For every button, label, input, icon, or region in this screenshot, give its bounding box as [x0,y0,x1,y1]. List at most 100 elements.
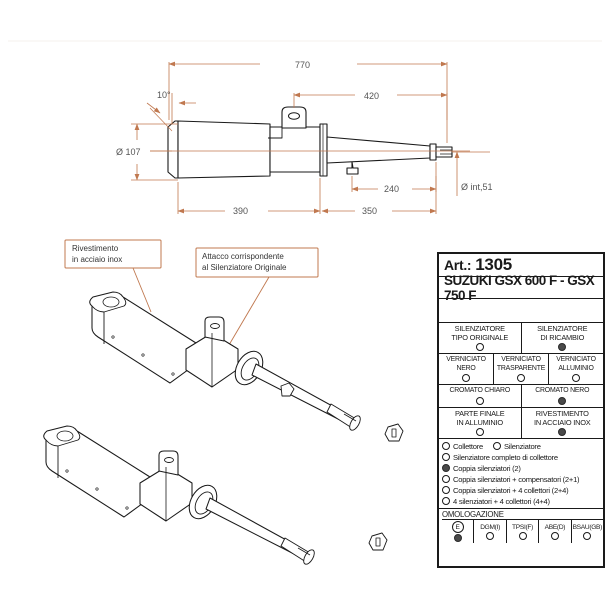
radio-verniciato-trasparente[interactable] [517,374,525,383]
option-label-line1: CROMATO NERO [535,387,590,395]
chromed-finish-row: CROMATO CHIARO CROMATO NERO [439,385,603,408]
option-cromato-nero[interactable]: CROMATO NERO [522,385,604,407]
radio-verniciato-alluminio[interactable] [572,374,580,383]
dim-dint51-label: Ø int,51 [461,182,493,192]
callout-stainless-lining: Rivestimento in acciaio inox [64,239,162,313]
article-number: 1305 [475,255,512,274]
radio-homologation-abe[interactable] [550,531,559,540]
option-rivestimento-in-acciaio-inox[interactable]: RIVESTIMENTO IN ACCIAIO INOX [522,408,604,438]
dim-390-label: 390 [233,206,248,216]
homologation-cell-abe[interactable]: ABE(D) [539,520,572,543]
homologation-cell-bsau[interactable]: BSAU(GB) [572,520,603,543]
homologation-title: OMOLOGAZIONE [442,510,504,519]
radio-homologation-bsau[interactable] [583,531,592,540]
option-label-line2: DI RICAMBIO [540,332,585,342]
option-label: 4 silenziatori + 4 collettori (4+4) [453,496,550,506]
configuration-options: Collettore Silenziatore Silenziatore com… [439,439,603,509]
option-label-line2: ALLUMINIO [558,364,594,372]
option-silenziatore[interactable]: Silenziatore [493,442,541,451]
callout1-line1: Rivestimento [72,244,119,253]
dim-770-label: 770 [295,60,310,70]
dimension-inner-diameter [452,151,490,196]
option-label: Coppia silenziatori + compensatori (2+1) [453,474,580,484]
dim-240-label: 240 [384,184,399,194]
option-collettore[interactable]: Collettore [442,442,483,451]
top-view-exhaust [167,106,453,179]
option-label: Coppia silenziatori (2) [453,463,521,473]
radio-homologation-tpsi[interactable] [518,531,527,540]
radio-homologation-e[interactable] [453,534,462,542]
option-label: Collettore [453,441,483,451]
callout-original-fitting: Attacco corrispondente al Silenziatore O… [195,247,319,346]
dimension-240 [351,176,437,192]
radio-4-silenziatori-4-collettori[interactable] [442,497,450,505]
model-row: SUZUKI GSX 600 F - GSX 750 F [439,273,603,303]
isometric-exhaust-upper [89,291,404,442]
option-4-silenziatori-4-collettori[interactable]: 4 silenziatori + 4 collettori (4+4) [442,496,603,507]
option-coppia-silenziatori-4-collettori[interactable]: Coppia silenziatori + 4 collettori (2+4) [442,485,603,496]
dimension-350 [321,162,437,214]
option-label-line1: SILENZIATORE [454,323,506,333]
option-cromato-chiaro[interactable]: CROMATO CHIARO [439,385,522,407]
homologation-cell-tpsi[interactable]: TPSI(F) [507,520,540,543]
homologation-label: BSAU(GB) [572,523,603,531]
option-verniciato-alluminio[interactable]: VERNICIATO ALLUMINIO [549,354,603,384]
blank-row [439,299,603,323]
homologation-row: E DGM(I) TPSI(F) ABE(D) BSAU(GB) [442,519,603,543]
dim-d107-label: Ø 107 [116,147,141,157]
option-coppia-silenziatori-2[interactable]: Coppia silenziatori (2) [442,463,603,474]
radio-rivestimento-in-acciaio-inox[interactable] [558,428,567,437]
radio-coppia-silenziatori-2[interactable] [442,464,450,472]
callout2-line1: Attacco corrispondente [202,252,284,261]
painted-finish-row: VERNICIATO NERO VERNICIATO TRASPARENTE V… [439,354,603,385]
radio-cromato-nero[interactable] [558,396,567,405]
radio-silenziatore-tipo-originale[interactable] [475,343,484,352]
option-silenziatore-tipo-originale[interactable]: SILENZIATORE TIPO ORIGINALE [439,323,522,353]
option-label-line1: VERNICIATO [501,355,541,363]
radio-coppia-silenziatori-compensatori[interactable] [442,475,450,483]
option-label: Silenziatore completo di collettore [453,452,558,462]
radio-verniciato-nero[interactable] [462,374,470,383]
isometric-exhaust-lower [43,425,388,565]
homologation-label: TPSI(F) [512,523,533,531]
option-label: Coppia silenziatori + 4 collettori (2+4) [453,485,569,495]
radio-silenziatore-completo[interactable] [442,453,450,461]
option-coppia-silenziatori-compensatori[interactable]: Coppia silenziatori + compensatori (2+1) [442,474,603,485]
part-finish-row: PARTE FINALE IN ALLUMINIO RIVESTIMENTO I… [439,408,603,439]
option-label-line2: IN ACCIAIO INOX [533,417,591,427]
e-mark-icon: E [451,521,464,533]
option-row-inline: Collettore Silenziatore [442,441,603,452]
homologation-label: DGM(I) [480,523,501,531]
homologation-cell-e[interactable]: E [442,520,475,543]
callout1-line2: in acciaio inox [72,255,122,264]
homologation-section: OMOLOGAZIONE E DGM(I) TPSI(F) ABE(D) [439,509,603,543]
option-verniciato-nero[interactable]: VERNICIATO NERO [439,354,494,384]
option-label-line1: VERNICIATO [556,355,596,363]
option-label-line1: RIVESTIMENTO [535,408,589,418]
radio-silenziatore[interactable] [493,442,501,450]
radio-cromato-chiaro[interactable] [475,396,484,405]
option-label-line1: CROMATO CHIARO [449,387,511,395]
spec-table: Art.: 1305 SUZUKI GSX 600 F - GSX 750 F … [437,252,605,568]
option-label-line1: SILENZIATORE [537,323,588,333]
radio-coppia-silenziatori-4-collettori[interactable] [442,486,450,494]
homologation-cell-dgm[interactable]: DGM(I) [474,520,507,543]
article-row: Art.: 1305 [439,254,603,277]
option-label-line2: NERO [456,364,476,372]
option-verniciato-trasparente[interactable]: VERNICIATO TRASPARENTE [494,354,549,384]
option-label-line2: TRASPARENTE [496,364,546,372]
option-silenziatore-completo-di-collettore[interactable]: Silenziatore completo di collettore [442,452,603,463]
dimension-390 [177,178,321,214]
article-label: Art.: [444,257,472,273]
option-parte-finale-in-alluminio[interactable]: PARTE FINALE IN ALLUMINIO [439,408,522,438]
silencer-type-row: SILENZIATORE TIPO ORIGINALE SILENZIATORE… [439,323,603,354]
dim-350-label: 350 [362,206,377,216]
dimension-diameter-107 [131,123,178,181]
option-silenziatore-di-ricambio[interactable]: SILENZIATORE DI RICAMBIO [522,323,604,353]
radio-silenziatore-di-ricambio[interactable] [558,343,567,352]
radio-homologation-dgm[interactable] [486,531,495,540]
radio-parte-finale-in-alluminio[interactable] [475,428,484,437]
radio-collettore[interactable] [442,442,450,450]
